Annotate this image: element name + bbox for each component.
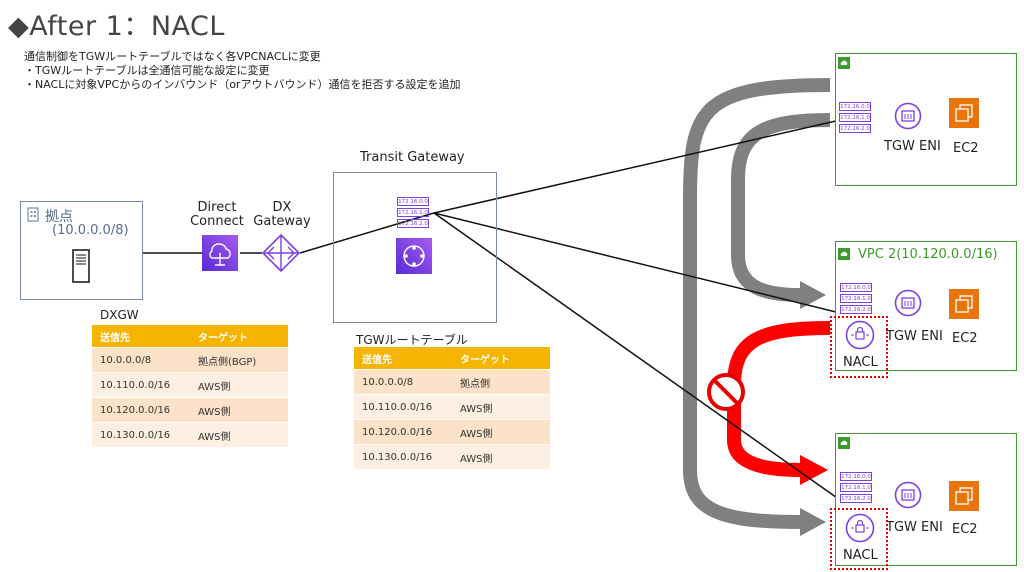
vpc-1 <box>835 53 1017 186</box>
cloud-icon <box>838 437 850 449</box>
nacl-icon <box>845 513 875 543</box>
site-name: 拠点 <box>45 209 73 225</box>
ec2-label: EC2 <box>952 522 978 537</box>
eni-icon <box>894 289 922 317</box>
direct-connect-label-1: Direct <box>197 200 237 215</box>
red-deny-arrow <box>727 321 831 477</box>
dx-gateway-label-2: Gateway <box>253 214 311 229</box>
gray-arrow-inner-head <box>800 281 826 309</box>
eni-label: TGW ENI <box>886 329 943 344</box>
gray-arrow-outer-head <box>800 508 826 536</box>
vpc-2: VPC 2(10.120.0.0/16) <box>835 241 1017 371</box>
description-line-1: 通信制御をTGWルートテーブルではなく各VPCNACLに変更 <box>24 50 321 63</box>
eni-label: TGW ENI <box>886 520 943 535</box>
dxgw-table-title: DXGW <box>100 308 139 322</box>
transit-gateway-label: Transit Gateway <box>360 150 465 165</box>
ec2-icon <box>949 289 979 319</box>
nacl-label: NACL <box>843 548 878 563</box>
server-icon <box>72 249 90 283</box>
dx-gateway-label-1: DX <box>272 200 292 215</box>
tgw-table-title: TGWルートテーブル <box>356 333 468 347</box>
ec2-icon <box>949 98 979 128</box>
nacl-highlight <box>830 316 888 378</box>
eni-label: TGW ENI <box>884 139 941 154</box>
ec2-label: EC2 <box>953 141 979 156</box>
ec2-icon <box>949 481 979 511</box>
eni-icon <box>894 481 922 509</box>
transit-gateway-box <box>333 172 497 323</box>
red-deny-arrow-head <box>800 455 828 485</box>
vpc-3 <box>835 433 1017 566</box>
page-title: ◆After 1：NACL <box>8 11 225 42</box>
gray-arrow-inner <box>731 113 831 302</box>
vpc-2-title: VPC 2(10.120.0.0/16) <box>858 247 998 262</box>
deny-icon <box>707 373 745 411</box>
site-cidr: (10.0.0.0/8) <box>52 223 129 238</box>
dx-gateway-icon <box>261 233 301 273</box>
ec2-label: EC2 <box>952 331 978 346</box>
direct-connect-icon <box>202 235 238 271</box>
transit-gateway-icon <box>396 238 432 274</box>
cloud-icon <box>838 57 850 69</box>
direct-connect-label-2: Connect <box>190 214 244 229</box>
description-line-3: ・NACLに対象VPCからのインバウンド（orアウトバウンド）通信を拒否する設定… <box>24 78 461 91</box>
nacl-icon <box>845 320 875 350</box>
eni-icon <box>894 102 922 130</box>
cloud-icon <box>838 248 850 260</box>
description-line-2: ・TGWルートテーブルは全通信可能な設定に変更 <box>24 64 270 77</box>
nacl-label: NACL <box>843 355 878 370</box>
gray-arrow-outer <box>683 78 831 529</box>
building-icon <box>27 207 39 222</box>
on-premise-site: 拠点 (10.0.0.0/8) <box>20 201 143 300</box>
nacl-highlight <box>830 508 888 570</box>
